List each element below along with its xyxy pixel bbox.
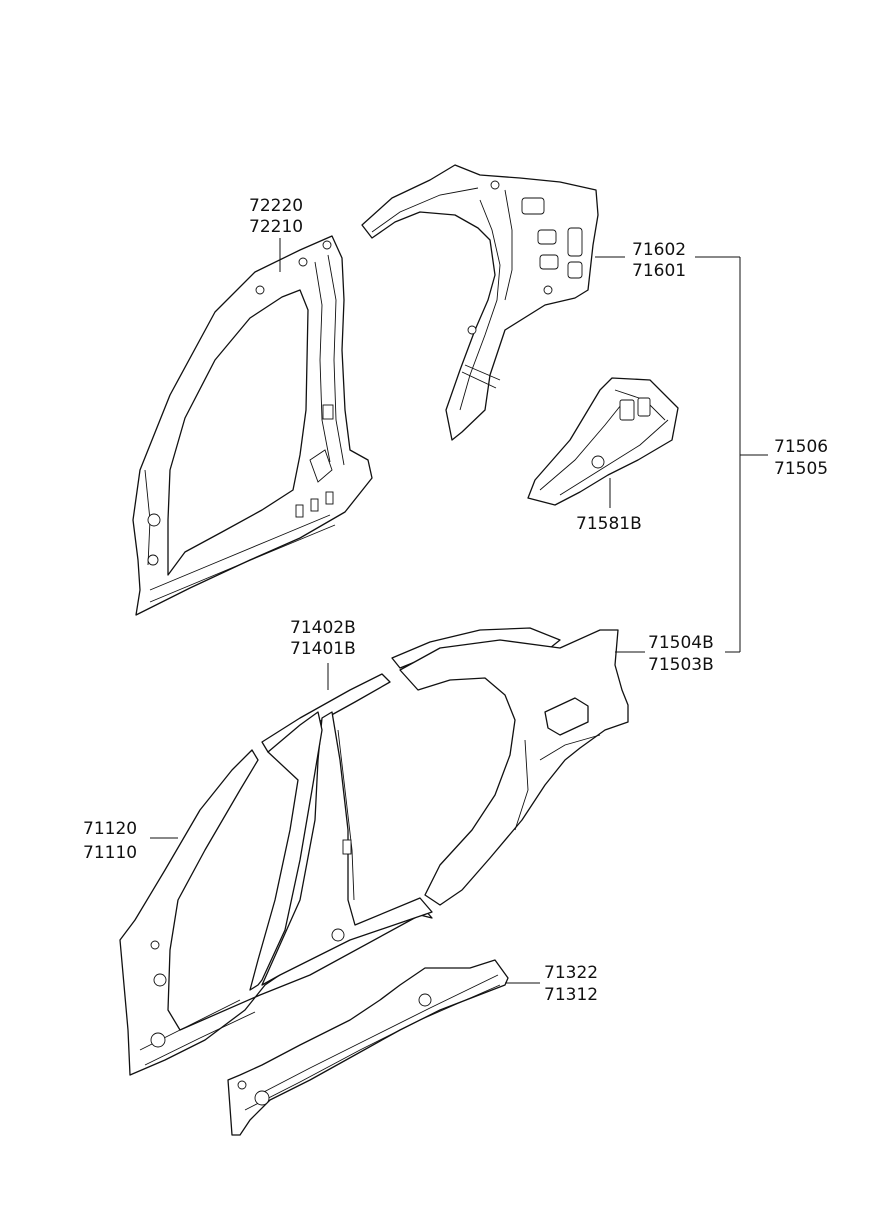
callout-71602: 71602 — [632, 240, 687, 260]
callout-72220: 72220 — [249, 196, 304, 216]
outer-side-panel — [119, 711, 433, 1076]
callout-71322: 71322 — [544, 963, 599, 983]
rocker-panel — [227, 959, 509, 1136]
callout-71110: 71110 — [83, 843, 138, 863]
callout-71506: 71506 — [774, 437, 829, 457]
leader-lines — [150, 238, 768, 984]
wheelhouse-extension — [527, 377, 679, 506]
callout-71601: 71601 — [632, 261, 687, 281]
callout-71504b: 71504B — [648, 633, 714, 653]
callout-72210: 72210 — [249, 217, 304, 237]
callout-71120: 71120 — [83, 819, 138, 839]
inner-side-panel — [132, 235, 373, 616]
callout-71505: 71505 — [774, 459, 829, 479]
inner-quarter-panel — [361, 164, 599, 441]
callout-71581b: 71581B — [576, 514, 642, 534]
quarter-outer-panel — [399, 629, 629, 906]
callout-71503b: 71503B — [648, 655, 714, 675]
callout-71401b: 71401B — [290, 639, 356, 659]
callout-71402b: 71402B — [290, 618, 356, 638]
callout-71312: 71312 — [544, 985, 599, 1005]
